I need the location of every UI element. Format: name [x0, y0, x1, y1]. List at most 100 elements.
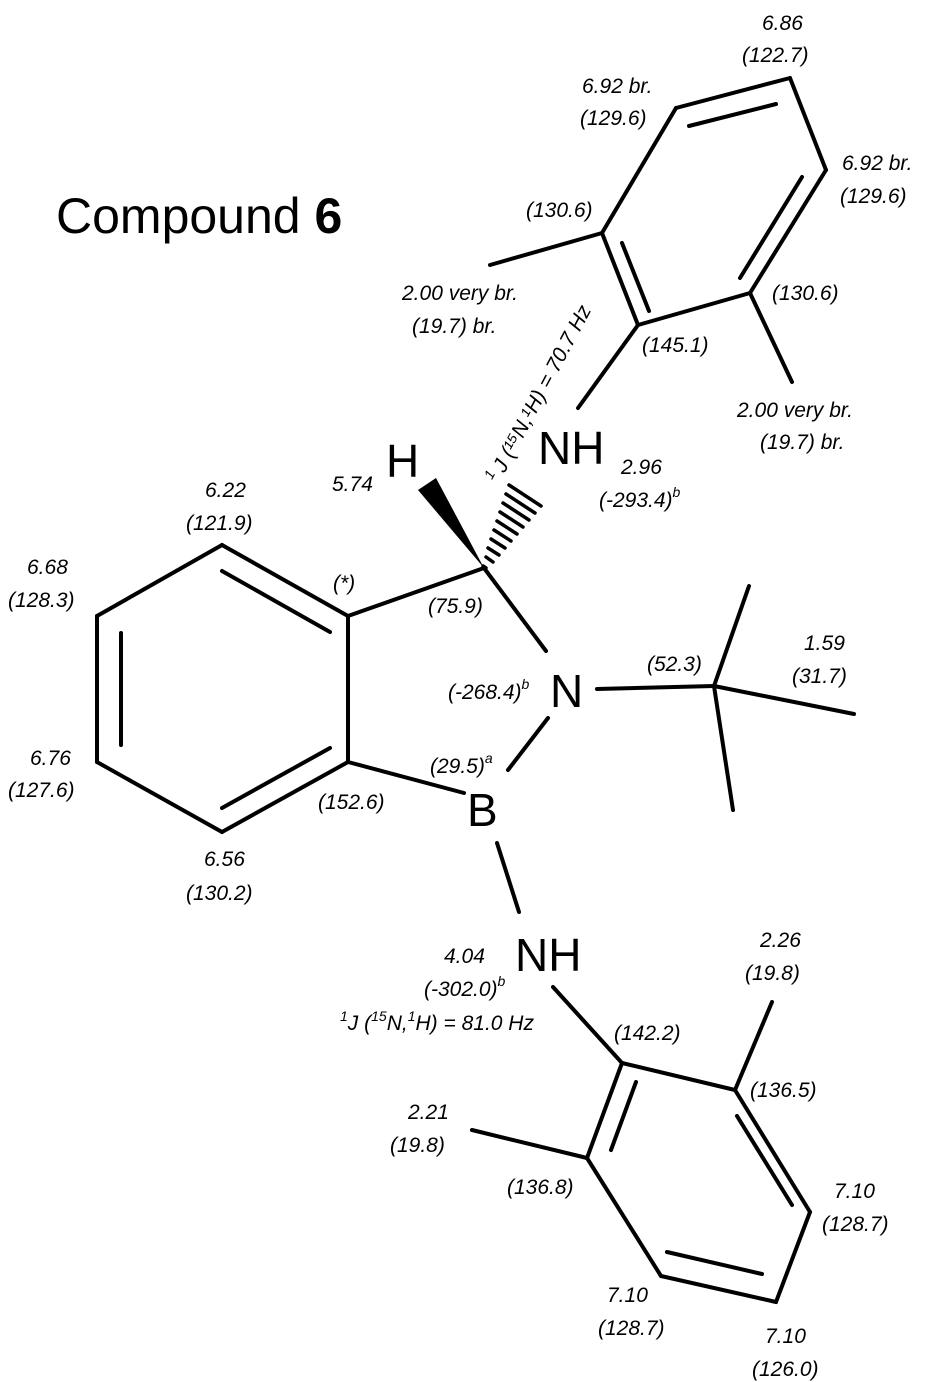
- atom-nh-lower: NH: [515, 929, 581, 981]
- bond: [488, 231, 604, 267]
- shift-label: 2.26: [759, 929, 801, 952]
- bond: [712, 684, 735, 812]
- shift-label: (122.7): [742, 44, 809, 67]
- shift-label: (130.6): [526, 199, 593, 222]
- shift-label: 7.10: [765, 1325, 806, 1348]
- shift-label: (19.7) br.: [412, 315, 496, 338]
- shift-label: (*): [333, 572, 355, 595]
- shift-label: 6.92 br.: [582, 75, 652, 98]
- bond: [482, 566, 548, 653]
- shift-label: (136.5): [750, 1079, 817, 1102]
- bond: [95, 543, 224, 618]
- bond: [585, 1156, 663, 1278]
- shift-label: (130.2): [186, 882, 253, 905]
- bond: [738, 175, 804, 280]
- bond: [712, 584, 751, 688]
- shift-label: (128.7): [822, 1213, 889, 1236]
- bond: [346, 566, 486, 618]
- bond: [774, 1210, 812, 1304]
- shift-label: (-302.0)b: [424, 973, 506, 1001]
- bond: [495, 841, 521, 914]
- shift-label: (145.1): [642, 334, 709, 357]
- shift-label: 6.22: [205, 479, 246, 502]
- shift-label: (-293.4)b: [599, 484, 681, 512]
- bond: [674, 76, 792, 110]
- shift-label: (29.5)a: [430, 750, 493, 778]
- shift-label: 7.10: [607, 1284, 648, 1307]
- tert-butyl: [595, 584, 856, 812]
- shift-label: (136.8): [507, 1176, 574, 1199]
- bond: [735, 1114, 794, 1207]
- bond: [95, 760, 224, 834]
- shift-label: (19.8): [745, 962, 800, 985]
- bond: [748, 291, 794, 384]
- bond: [636, 291, 752, 327]
- wedge-bond: [418, 478, 484, 568]
- shift-label: (31.7): [792, 665, 847, 688]
- bond: [609, 1080, 638, 1152]
- shift-label: 2.00 very br.: [401, 282, 518, 305]
- bond: [788, 76, 828, 172]
- bond: [220, 543, 350, 618]
- shift-label: (142.2): [614, 1022, 681, 1045]
- shift-label: 1.59: [804, 632, 845, 655]
- shift-label: (126.0): [752, 1358, 819, 1381]
- shift-label: (127.6): [8, 779, 75, 802]
- bond: [665, 1250, 764, 1276]
- upper-aryl-ring: [488, 76, 828, 410]
- hashed-bond: [481, 483, 543, 570]
- shift-label: 2.00 very br.: [736, 399, 853, 422]
- shift-label: 4.04: [444, 945, 485, 968]
- shift-label: (19.8): [390, 1134, 445, 1157]
- bond: [220, 760, 350, 834]
- compound-title: Compound 6: [56, 188, 342, 244]
- atom-h: H: [386, 435, 419, 487]
- shift-label: (19.7) br.: [760, 431, 844, 454]
- shift-label: (152.6): [318, 791, 385, 814]
- bond: [551, 985, 624, 1065]
- shift-label: (121.9): [186, 512, 253, 535]
- bond: [220, 746, 332, 810]
- lower-aryl-ring: [470, 985, 812, 1304]
- atom-nh-upper: NH: [538, 422, 604, 474]
- shift-label: 6.76: [30, 747, 71, 770]
- shift-label: (129.6): [840, 185, 907, 208]
- bond: [220, 569, 332, 634]
- shift-label: 2.96: [620, 456, 662, 479]
- shift-label: (75.9): [428, 595, 483, 618]
- shift-label: 6.68: [27, 556, 68, 579]
- shift-label: 7.10: [834, 1180, 875, 1203]
- bond: [595, 684, 716, 691]
- shift-label: 6.56: [204, 848, 245, 871]
- coupling-lower: 1J (15N,1H) = 81.0 Hz: [340, 1008, 534, 1035]
- bond: [620, 241, 651, 313]
- shift-label: (52.3): [647, 653, 702, 676]
- shift-label: 6.92 br.: [842, 152, 912, 175]
- bond: [576, 323, 640, 410]
- bond: [733, 1000, 774, 1092]
- bond: [733, 1088, 812, 1214]
- shift-label: (128.3): [8, 589, 75, 612]
- bond: [748, 168, 828, 295]
- shift-label: 2.21: [407, 1101, 449, 1124]
- bond: [659, 1274, 778, 1304]
- bond: [470, 1128, 589, 1160]
- atom-n-ring: N: [550, 665, 583, 717]
- benzo-ring: [95, 543, 350, 834]
- shift-label: 6.86: [762, 12, 803, 35]
- bond: [506, 716, 550, 772]
- bond: [600, 106, 678, 235]
- bond: [687, 102, 778, 128]
- bond: [600, 231, 640, 327]
- shift-label: (130.6): [772, 282, 839, 305]
- shift-label: 5.74: [332, 473, 373, 496]
- bond: [346, 760, 466, 795]
- bond: [712, 684, 856, 716]
- diazaborole-ring: [346, 566, 550, 795]
- atom-b: B: [467, 784, 498, 836]
- shift-label: (-268.4)b: [448, 676, 530, 704]
- shift-label: (129.6): [580, 107, 647, 130]
- bond: [585, 1061, 624, 1160]
